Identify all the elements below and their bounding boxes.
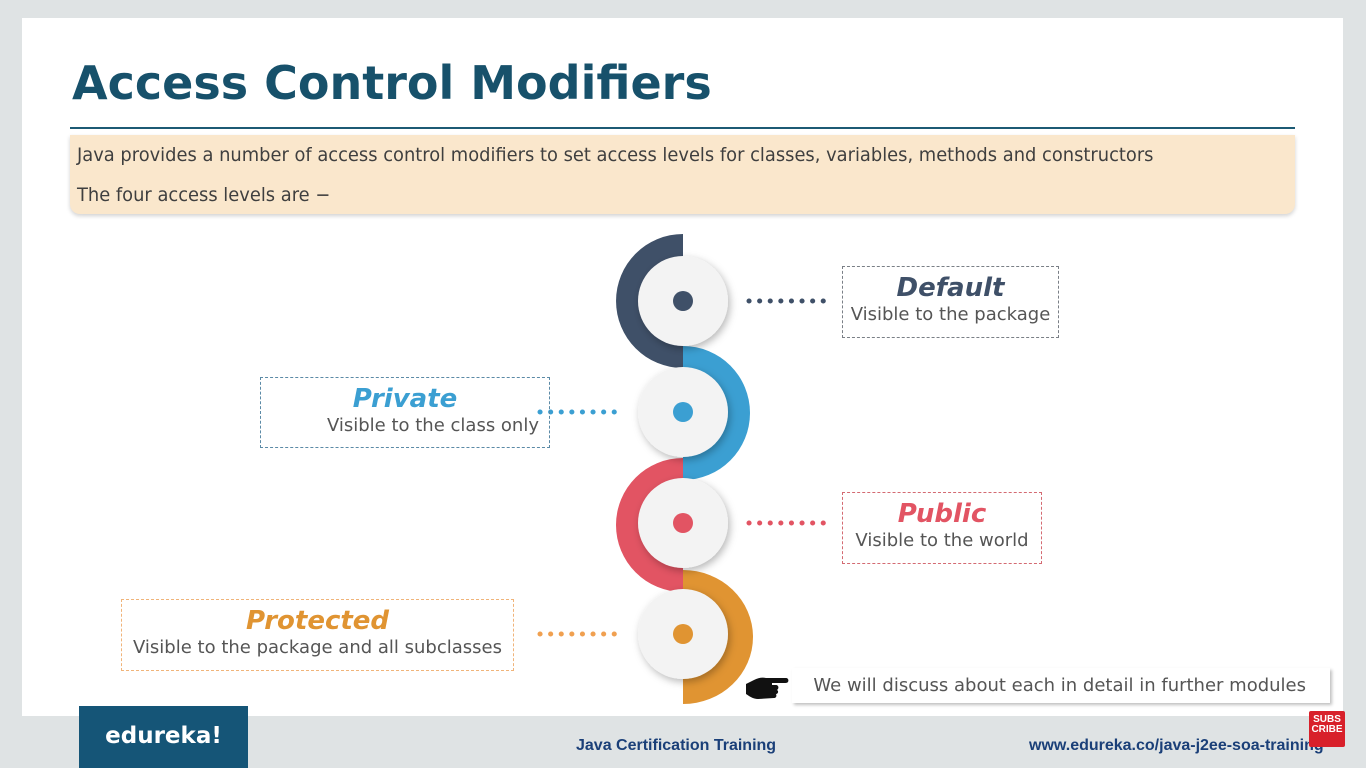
protected-title: Protected bbox=[245, 606, 390, 636]
public-label-box: Public Visible to the world bbox=[842, 492, 1042, 564]
subscribe-label-2: CRIBE bbox=[1311, 724, 1343, 735]
default-title: Default bbox=[896, 273, 1005, 303]
intro-box: Java provides a number of access control… bbox=[70, 135, 1295, 214]
private-dot bbox=[673, 402, 693, 422]
protected-label-box: Protected Visible to the package and all… bbox=[121, 599, 514, 671]
pointing-hand-icon bbox=[746, 677, 789, 699]
protected-desc: Visible to the package and all subclasse… bbox=[133, 637, 502, 658]
private-title: Private bbox=[352, 384, 458, 414]
public-dot bbox=[673, 513, 693, 533]
edureka-logo[interactable]: edureka! bbox=[79, 706, 248, 768]
subscribe-label-1: SUBS bbox=[1313, 714, 1341, 725]
protected-dot bbox=[673, 624, 693, 644]
default-label-box: Default Visible to the package bbox=[842, 266, 1059, 338]
course-url[interactable]: www.edureka.co/java-j2ee-soa-training bbox=[1029, 737, 1324, 754]
note-callout: We will discuss about each in detail in … bbox=[792, 668, 1330, 703]
public-desc: Visible to the world bbox=[855, 530, 1029, 551]
public-title: Public bbox=[897, 499, 987, 529]
private-label-box: Private Visible to the class only bbox=[260, 377, 550, 448]
course-title: Java Certification Training bbox=[576, 737, 777, 754]
default-desc: Visible to the package bbox=[850, 304, 1051, 325]
intro-line-1: Java provides a number of access control… bbox=[77, 144, 1154, 166]
title-divider bbox=[70, 127, 1295, 129]
private-desc: Visible to the class only bbox=[326, 415, 539, 436]
default-dot bbox=[673, 291, 693, 311]
subscribe-button[interactable]: SUBS CRIBE bbox=[1309, 711, 1345, 747]
intro-line-2: The four access levels are − bbox=[77, 184, 331, 206]
slide-title: Access Control Modifiers bbox=[72, 56, 712, 110]
